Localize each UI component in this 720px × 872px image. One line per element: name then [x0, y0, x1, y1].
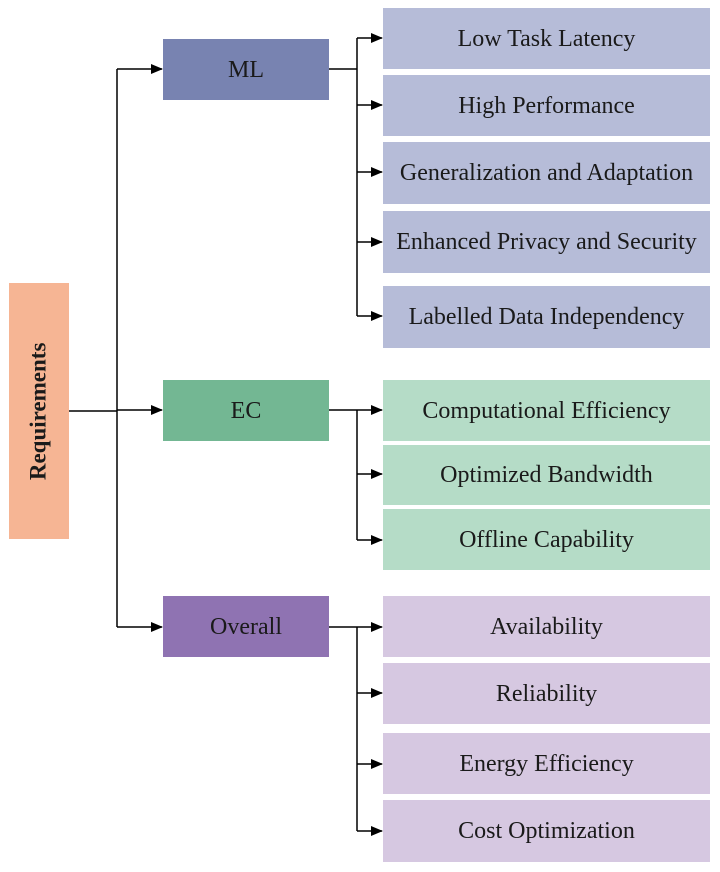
overall-connectors	[329, 622, 383, 836]
overall-item-label: Energy Efficiency	[459, 750, 634, 777]
ml-item-label: Labelled Data Independency	[408, 304, 685, 330]
ml-item-label: Enhanced Privacy and Security	[396, 229, 697, 255]
ec-item-label: Optimized Bandwidth	[440, 462, 653, 488]
overall-item-label: Cost Optimization	[458, 818, 635, 844]
overall-item-label: Reliability	[495, 680, 598, 707]
requirements-root-box: Requirements	[9, 283, 69, 539]
ml-item-labelled-data-independency: Labelled Data Independency	[383, 286, 710, 348]
ml-item-high-performance: High Performance	[383, 75, 710, 136]
ec-item-label: Computational Efficiency	[422, 397, 671, 424]
overall-item-cost-optimization: Cost Optimization	[383, 800, 710, 862]
ec-item-optimized-bandwidth: Optimized Bandwidth	[383, 445, 710, 505]
requirements-label: Requirements	[25, 342, 51, 480]
root-connectors	[69, 64, 163, 632]
overall-item-reliability: Reliability	[383, 663, 710, 724]
ml-item-label: High Performance	[458, 92, 635, 119]
ml-category-label: ML	[228, 56, 264, 83]
overall-category-box: Overall	[163, 596, 329, 657]
overall-category-label: Overall	[210, 613, 282, 640]
ml-category-box: ML	[163, 39, 329, 100]
ec-category-box: EC	[163, 380, 329, 441]
overall-item-availability: Availability	[383, 596, 710, 657]
ec-connectors	[329, 405, 383, 545]
ec-category-label: EC	[230, 397, 262, 424]
overall-item-label: Availability	[490, 613, 603, 640]
ml-connectors	[329, 33, 383, 321]
ml-item-privacy-security: Enhanced Privacy and Security	[383, 211, 710, 273]
overall-item-energy-efficiency: Energy Efficiency	[383, 733, 710, 794]
ml-item-generalization-adaptation: Generalization and Adaptation	[383, 142, 710, 204]
ml-item-low-task-latency: Low Task Latency	[383, 8, 710, 69]
ec-item-label: Offline Capability	[459, 526, 634, 553]
ml-item-label: Low Task Latency	[457, 25, 636, 52]
ml-item-label: Generalization and Adaptation	[399, 160, 694, 186]
ec-item-offline-capability: Offline Capability	[383, 509, 710, 570]
ec-item-computational-efficiency: Computational Efficiency	[383, 380, 710, 441]
